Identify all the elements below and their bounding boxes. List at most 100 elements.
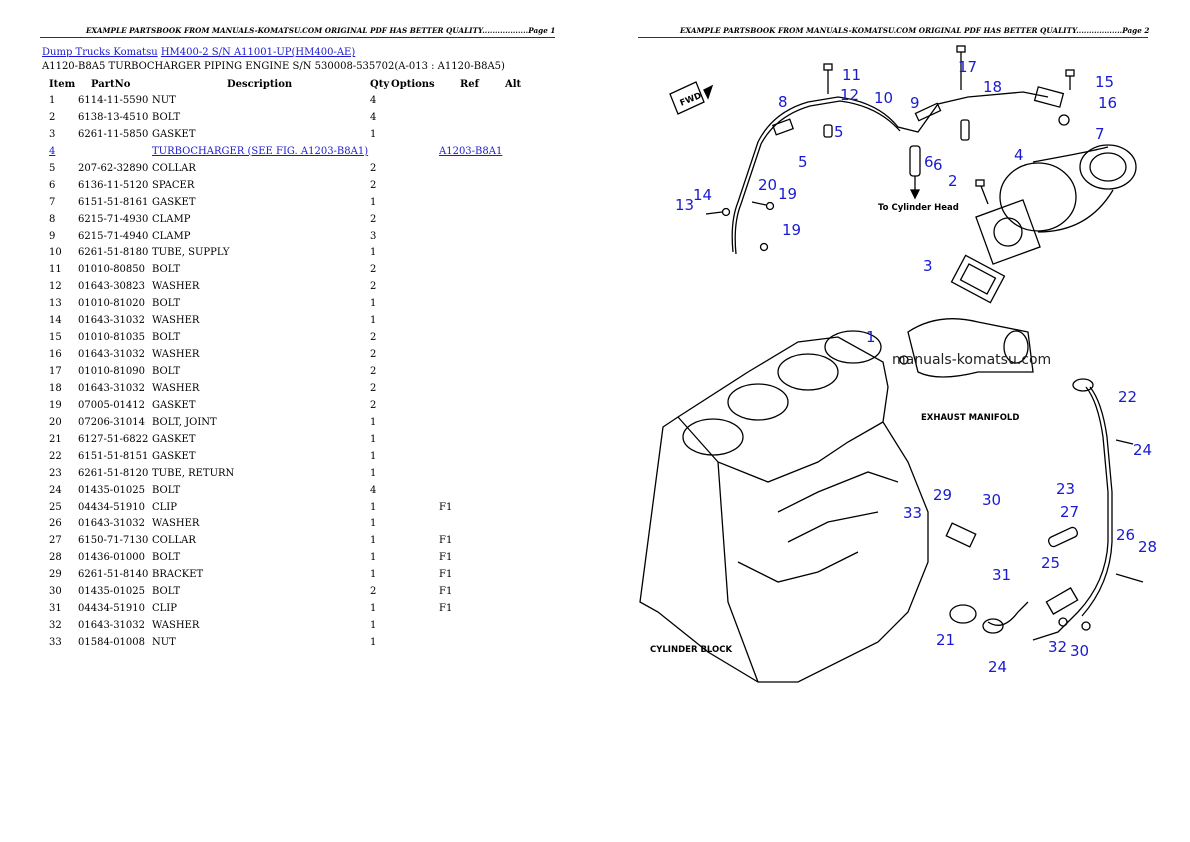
col-item: Item [49,79,76,90]
row-partno: 6151-51-8151 [78,450,149,462]
row-qty: 1 [370,128,377,140]
row-partno: 01010-81035 [78,332,146,344]
row-description: WASHER [152,620,200,632]
row-item: 25 [49,501,62,513]
cylinder-block-caption: CYLINDER BLOCK [650,645,733,655]
callout-number: 12 [840,86,859,104]
row-description: WASHER [152,382,200,394]
col-options: Options [391,79,435,90]
row-description: NUT [152,637,176,648]
callout-number: 30 [982,491,1001,509]
callout-number: 19 [778,185,797,203]
callout-number: 31 [992,566,1011,584]
row-partno: 6127-51-6822 [78,433,149,445]
row-partno: 6215-71-4940 [78,230,149,242]
row-partno: 01643-31032 [78,382,146,394]
row-description: GASKET [152,450,196,462]
callout-number: 28 [1138,538,1157,556]
page-header-left: EXAMPLE PARTSBOOK FROM MANUALS-KOMATSU.C… [86,26,556,35]
row-item: 15 [49,332,62,344]
row-description: GASKET [152,196,196,208]
row-partno: 6261-11-5850 [78,128,149,140]
row-item: 12 [49,281,62,293]
row-ref[interactable]: A1203-B8A1 [439,145,503,157]
row-description: GASKET [152,399,196,411]
row-partno: 6151-51-8161 [78,196,149,208]
row-item: 14 [49,315,62,327]
callout-number: 6 [933,156,943,174]
callout-number: 5 [798,153,808,171]
row-partno: 6261-51-8140 [78,569,149,581]
row-item: 10 [49,247,62,259]
callout-number: 17 [958,58,977,76]
row-item: 30 [49,586,62,598]
page-title: A1120-B8A5 TURBOCHARGER PIPING ENGINE S/… [42,61,505,72]
breadcrumb-model-link[interactable]: HM400-2 S/N A11001-UP(HM400-AE) [160,47,356,58]
row-description: GASKET [152,128,196,140]
row-qty: 2 [370,586,377,598]
callout-number: 20 [758,176,777,194]
row-description[interactable]: TURBOCHARGER (SEE FIG. A1203-B8A1) [152,145,369,157]
row-partno: 01010-81090 [78,366,146,377]
row-description: SPACER [152,179,195,191]
row-partno: 01584-01008 [78,637,146,648]
callout-number: 22 [1118,388,1137,406]
row-item: 18 [49,382,62,394]
row-item: 3 [49,128,56,140]
row-qty: 1 [370,247,377,259]
row-description: BOLT [152,484,181,496]
row-partno: 6114-11-5590 [78,95,149,106]
callout-number: 18 [983,78,1002,96]
callout-number: 7 [1095,125,1105,143]
row-item: 23 [49,467,62,479]
row-partno: 6150-71-7130 [78,535,149,547]
row-description: BOLT [152,586,181,598]
row-item: 2 [49,111,56,123]
row-item: 33 [49,637,62,648]
row-item: 22 [49,450,62,462]
row-qty: 2 [370,264,377,276]
row-qty: 1 [370,535,377,547]
callout-number: 3 [923,257,933,275]
row-partno: 04434-51910 [78,603,146,615]
callout-number: 16 [1098,94,1117,112]
row-item: 9 [49,230,56,242]
row-description: WASHER [152,281,200,293]
row-partno: 04434-51910 [78,501,146,513]
diagram-linework [639,45,1144,683]
row-item[interactable]: 4 [49,145,56,157]
row-partno: 01643-30823 [78,281,146,293]
row-qty: 1 [370,196,377,208]
col-alt: Alt [505,79,522,90]
callout-number: 4 [1014,146,1024,164]
row-description: BOLT [152,332,181,344]
row-item: 7 [49,196,56,208]
breadcrumb-category-link[interactable]: Dump Trucks Komatsu [42,47,158,58]
row-item: 27 [49,535,62,547]
row-partno: 6261-51-8180 [78,247,149,259]
row-qty: 1 [370,501,377,513]
callout-number: 2 [948,172,958,190]
row-qty: 1 [370,416,377,428]
row-description: CLAMP [152,230,191,242]
row-description: BOLT [152,366,181,377]
callout-number: 1 [866,328,876,346]
row-description: TUBE, RETURN [152,467,235,479]
row-qty: 1 [370,552,377,564]
